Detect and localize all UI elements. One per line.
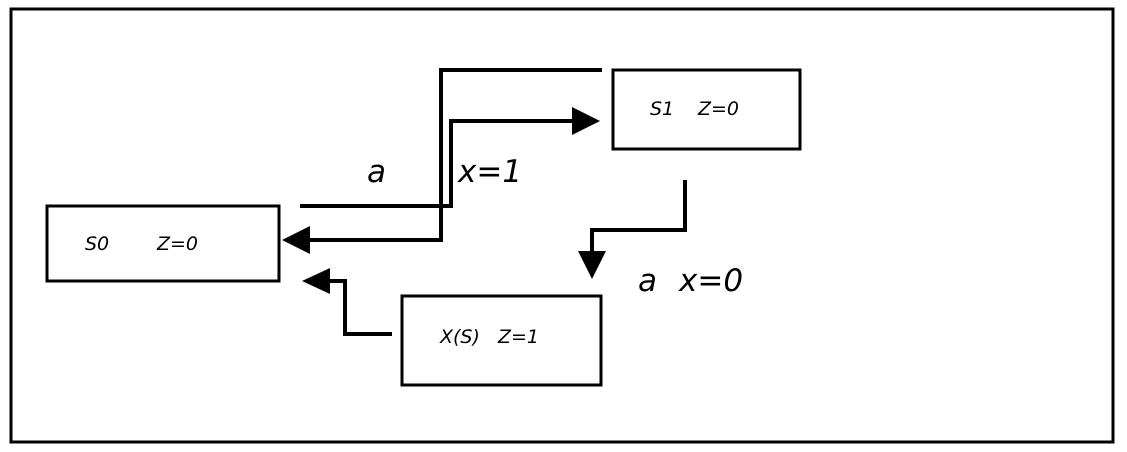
arrow-xs-to-s0: [302, 268, 392, 336]
transition-s1-xs-condition: x=0: [678, 263, 743, 299]
arrow-s0-to-s1: [300, 107, 600, 208]
state-s0: S0 Z=0: [45, 204, 281, 283]
state-s1: S1 Z=0: [611, 68, 802, 151]
state-xs-box: [400, 294, 603, 387]
state-s1-box: [611, 68, 802, 151]
state-s0-output: Z=0: [156, 233, 198, 255]
state-s0-name: S0: [85, 233, 109, 255]
state-xs: X(S) Z=1: [400, 294, 603, 387]
state-s1-output: Z=0: [697, 98, 739, 120]
state-s1-name: S1: [650, 98, 674, 120]
transition-s1-xs-input: a: [638, 263, 657, 299]
transition-s0-s1-condition: x=1: [457, 154, 522, 190]
state-xs-output: Z=1: [497, 326, 539, 348]
transition-s0-s1-input: a: [367, 154, 386, 190]
state-s0-box: [45, 204, 281, 283]
state-xs-name: X(S): [439, 326, 480, 348]
arrow-s1-to-xs: [578, 180, 687, 279]
arrow-s1-to-s0: [282, 68, 602, 254]
